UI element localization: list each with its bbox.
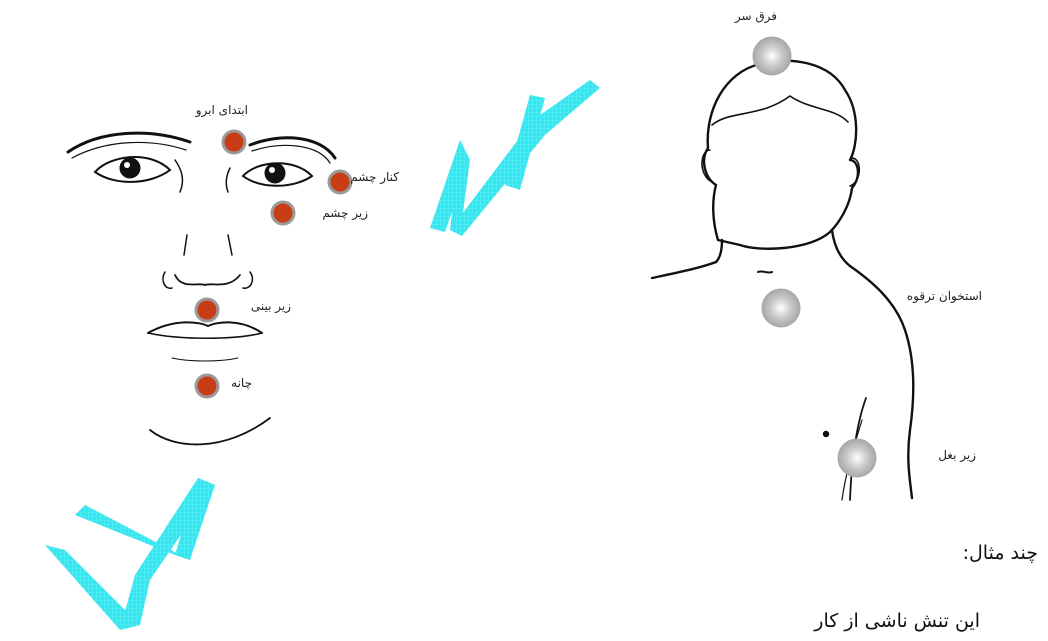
label-eye-corner: کنار چشم xyxy=(350,170,399,184)
label-underarm: زیر بغل xyxy=(938,448,976,462)
example-line: این تنش ناشی از کار xyxy=(814,610,980,632)
tapping-point-icon xyxy=(196,375,218,397)
label-crown: فرق سر xyxy=(735,9,777,23)
watermark-letter-w-upper xyxy=(430,80,600,236)
label-eyebrow-start: ابتدای ابرو xyxy=(196,103,248,117)
body-spot-icon xyxy=(753,37,791,75)
body-spots xyxy=(753,37,876,477)
label-collarbone: استخوان ترقوه xyxy=(907,289,982,303)
body-spot-icon xyxy=(762,289,800,327)
face-drawing xyxy=(68,133,335,444)
label-under-nose: زیر بینی xyxy=(251,299,291,313)
examples-heading: چند مثال: xyxy=(963,542,1038,564)
tapping-point-icon xyxy=(329,171,351,193)
watermark-letter-w-lower xyxy=(45,478,215,630)
tapping-point-icon xyxy=(272,202,294,224)
body-spot-icon xyxy=(838,439,876,477)
tapping-point-icon xyxy=(223,131,245,153)
tapping-point-icon xyxy=(196,299,218,321)
body-outline xyxy=(652,61,913,500)
label-chin: چانه xyxy=(231,376,252,390)
nipple-mark xyxy=(823,431,829,437)
label-under-eye: زیر چشم xyxy=(322,206,368,220)
